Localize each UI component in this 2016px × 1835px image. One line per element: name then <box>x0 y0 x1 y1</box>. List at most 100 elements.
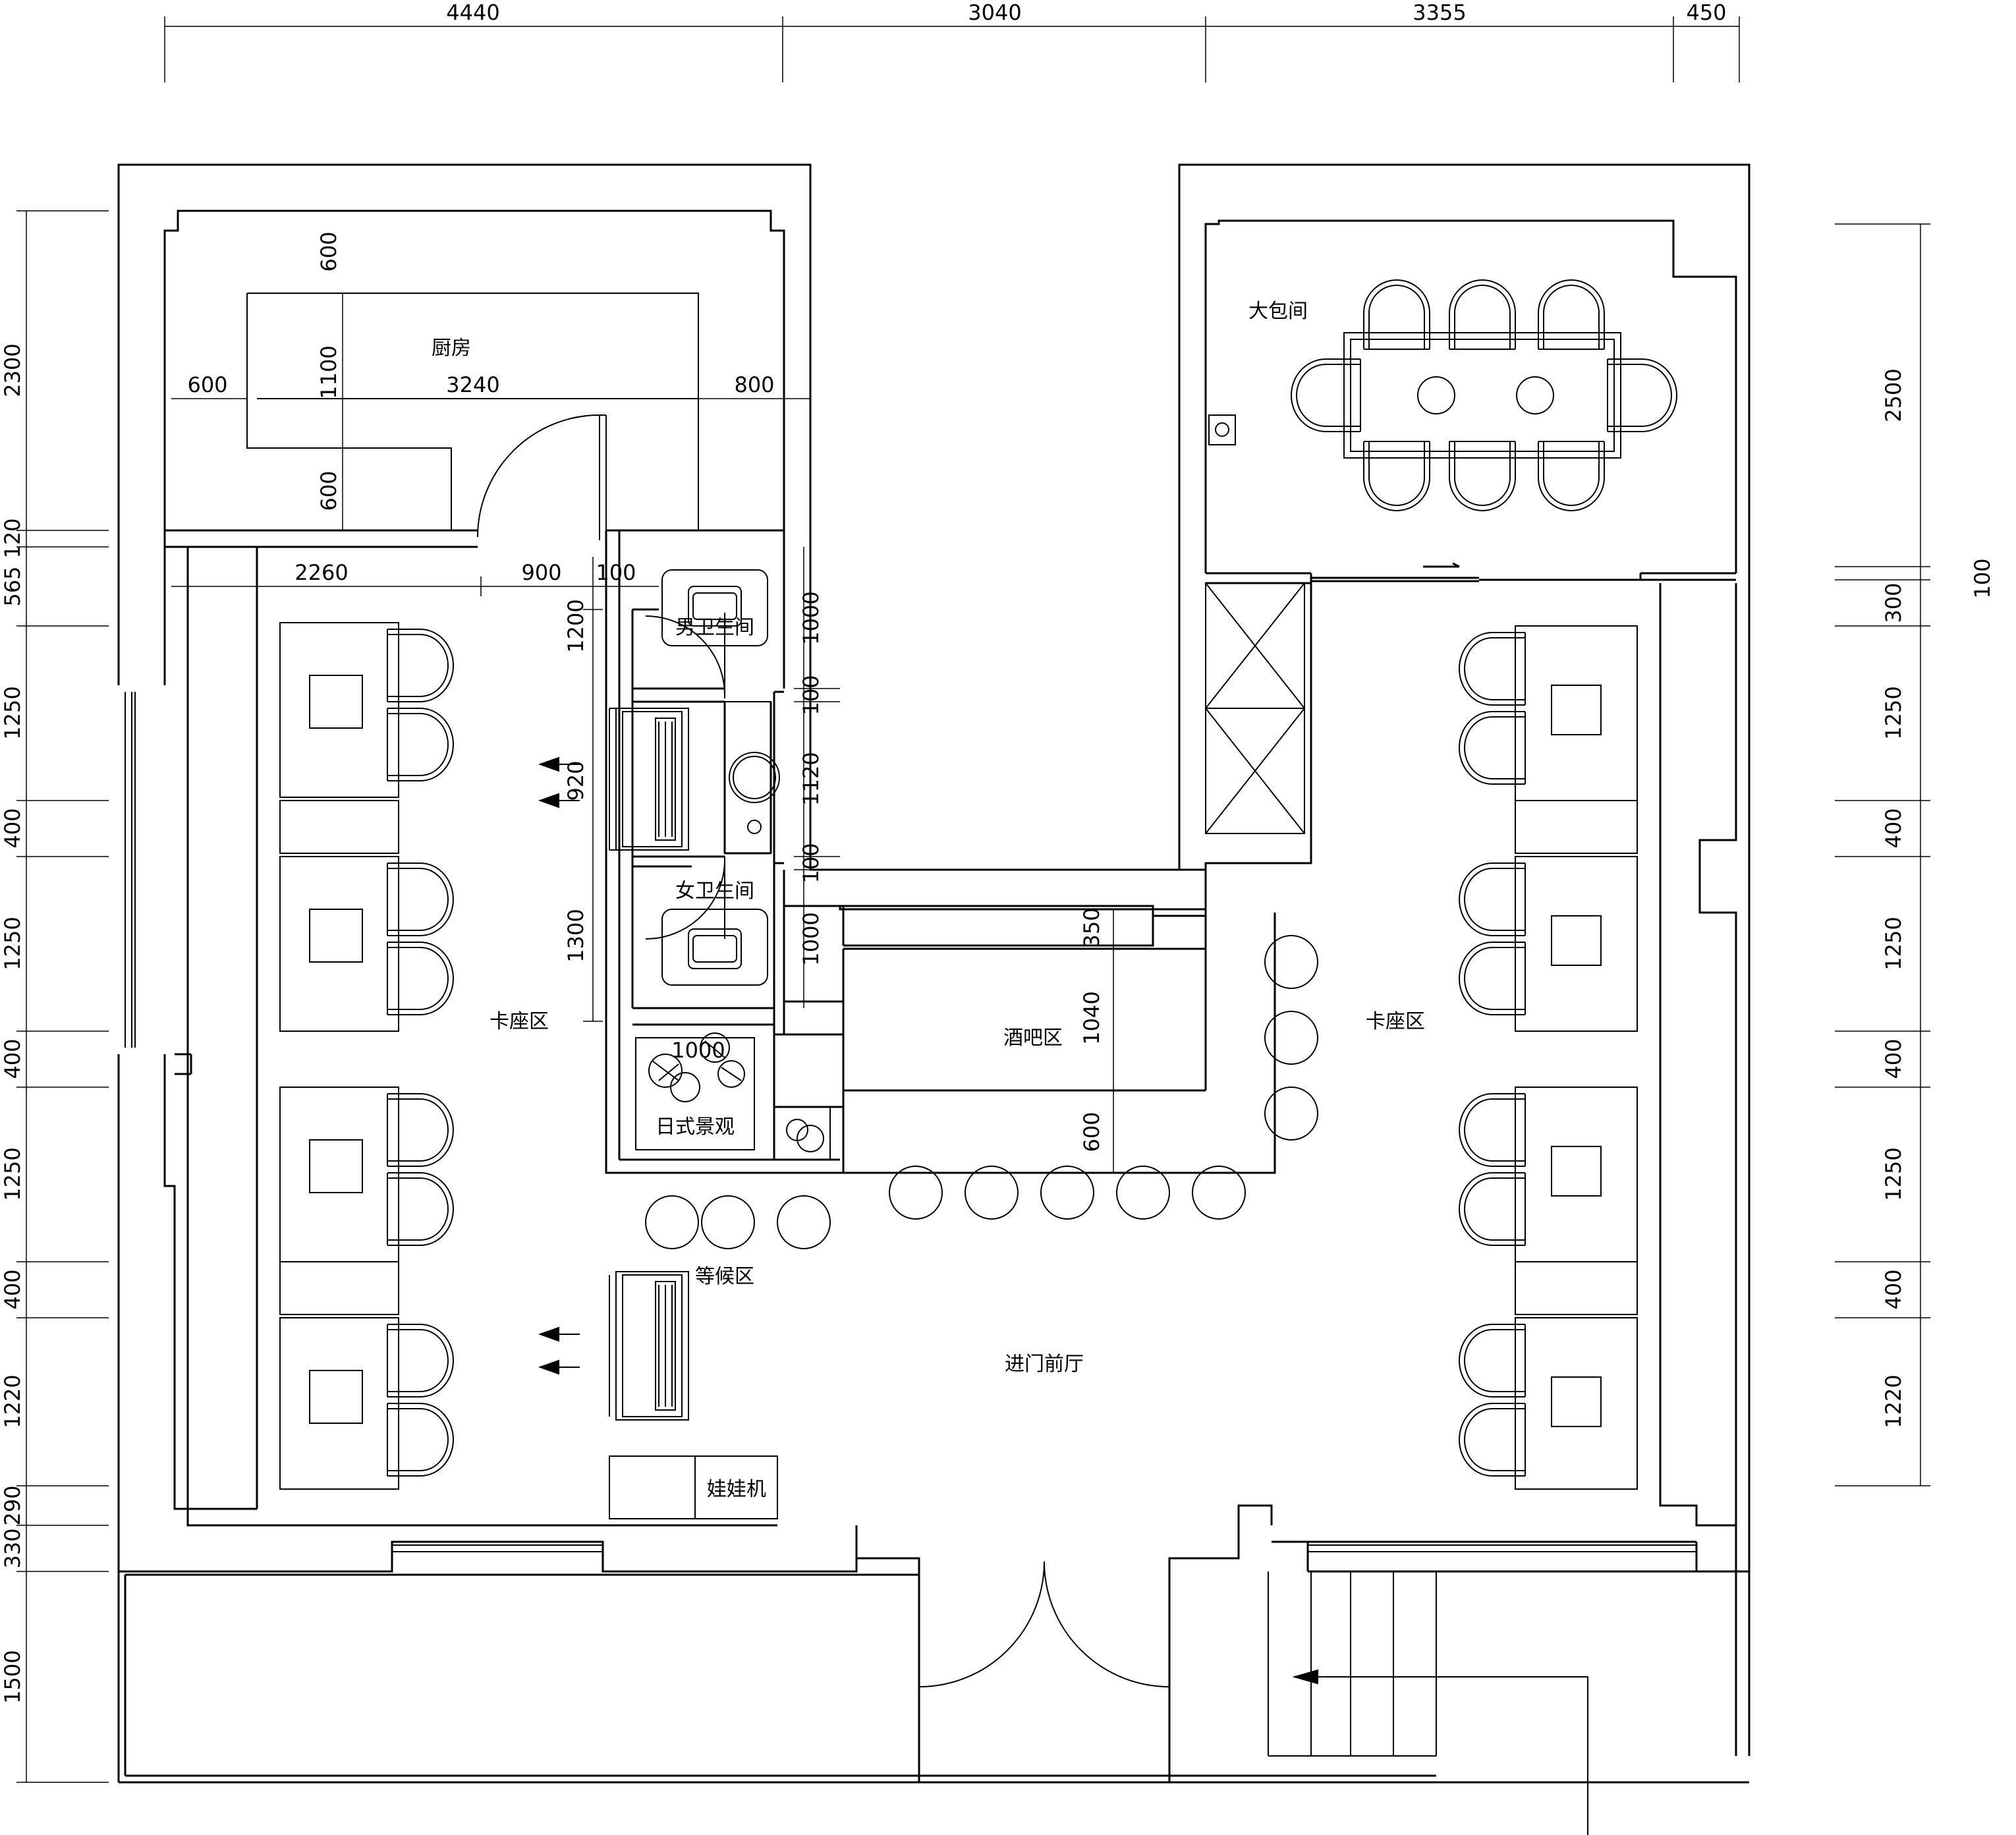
dim-right-5: 1250 <box>1881 917 1906 970</box>
bar-stool <box>1264 935 1318 989</box>
dim-bar-a: 350 <box>1079 907 1104 947</box>
dim-kitchen-width: 3240 <box>446 372 499 397</box>
chair <box>1449 441 1516 511</box>
booth <box>1459 1087 1638 1262</box>
booth <box>279 1317 454 1490</box>
chair <box>1607 358 1677 432</box>
dim-restroom-e: 1120 <box>798 752 824 805</box>
booth-table <box>279 856 399 1032</box>
dim-bar-b: 1040 <box>1079 991 1104 1044</box>
dim-left-1: 120 <box>0 518 25 558</box>
dim-corridor-c: 100 <box>596 560 636 585</box>
chair <box>1459 1093 1526 1167</box>
booth <box>279 1087 454 1262</box>
booth <box>279 856 454 1032</box>
dim-right-7: 1250 <box>1881 1147 1906 1200</box>
dim-restroom-c: 100 <box>798 675 824 715</box>
dim-kitchen-top: 600 <box>316 231 341 271</box>
dim-left-6: 400 <box>0 1038 25 1079</box>
chair <box>1363 441 1430 511</box>
label-claw-machine: 娃娃机 <box>707 1478 766 1501</box>
dim-top-2: 3355 <box>1413 0 1466 25</box>
bar-stool <box>701 1195 755 1249</box>
dim-corridor-b: 900 <box>521 560 561 585</box>
booth-table <box>1515 1317 1638 1490</box>
chair <box>1459 942 1526 1015</box>
booth-top <box>309 1370 363 1424</box>
booth-table <box>1515 625 1638 801</box>
chair <box>1538 279 1605 350</box>
booth-top <box>1551 1376 1602 1427</box>
chair <box>1459 632 1526 706</box>
booth-divider <box>279 1261 399 1315</box>
label-japanese-garden: 日式景观 <box>656 1115 735 1139</box>
dim-left-2: 565 <box>0 566 25 606</box>
dim-kitchen-mid: 1100 <box>316 345 341 399</box>
dim-restroom-g: 1300 <box>563 909 588 962</box>
booth-table <box>279 622 399 798</box>
top-dimensions: 4440 3040 3355 450 <box>446 0 1726 25</box>
label-waiting: 等候区 <box>695 1265 754 1288</box>
booth-table <box>279 1087 399 1262</box>
chair <box>387 862 454 936</box>
dim-kitchen-bottom: 600 <box>316 470 341 511</box>
entrance-door[interactable] <box>918 1558 1170 1690</box>
booth-divider <box>279 800 399 854</box>
private-room-fixture <box>1208 414 1236 445</box>
dim-right-4: 400 <box>1881 808 1906 848</box>
label-lobby: 进门前厅 <box>1005 1353 1084 1376</box>
label-private-room: 大包间 <box>1248 300 1308 323</box>
dim-left-10: 290 <box>0 1485 25 1525</box>
dim-top-1: 3040 <box>968 0 1021 25</box>
booth-table <box>279 1317 399 1490</box>
booth-table <box>1515 856 1638 1032</box>
interior-dimensions: 600 1100 600 600 3240 800 2260 900 100 1… <box>171 231 1114 1173</box>
booths-left <box>279 622 454 1490</box>
walls <box>117 163 1750 1784</box>
dining-chairs <box>1291 279 1677 511</box>
toilet-men <box>661 569 768 646</box>
booth-top <box>1551 1146 1602 1197</box>
kitchen-counter <box>246 293 699 530</box>
dim-restroom-f: 100 <box>798 843 824 883</box>
dim-left-12: 1500 <box>0 1650 25 1703</box>
dim-right-1: 100 <box>1970 558 1995 598</box>
label-booth-right: 卡座区 <box>1366 1010 1425 1033</box>
chair <box>1459 711 1526 785</box>
dim-left-0: 2300 <box>0 343 25 397</box>
chair <box>1291 358 1361 432</box>
bar-stool <box>1116 1166 1170 1220</box>
bar-stool <box>1264 1087 1318 1141</box>
right-dimensions: 2500 100 300 1250 400 1250 400 1250 400 … <box>1881 368 1995 1428</box>
chair <box>387 1093 454 1167</box>
dim-left-3: 1250 <box>0 686 25 739</box>
booth-top <box>1551 685 1602 735</box>
booth <box>1459 625 1638 801</box>
claw-machine <box>609 1455 778 1519</box>
chair <box>387 708 454 781</box>
dim-left-4: 400 <box>0 808 25 848</box>
left-dimensions: 2300 120 565 1250 400 1250 400 1250 400 … <box>0 343 25 1703</box>
dim-left-11: 330 <box>0 1528 25 1568</box>
chair <box>1459 1403 1526 1477</box>
bar-stool <box>645 1195 699 1249</box>
dining-table <box>1343 332 1621 459</box>
bar-stools <box>645 935 1318 1249</box>
label-mens-restroom: 男卫生间 <box>675 616 754 639</box>
kitchen-door[interactable] <box>477 414 607 540</box>
dim-top-0: 4440 <box>446 0 499 25</box>
chair <box>1449 279 1516 350</box>
chair <box>387 1403 454 1477</box>
booth <box>279 622 454 798</box>
booth-table <box>1515 1087 1638 1262</box>
bar-stool <box>1040 1166 1094 1220</box>
chair <box>1459 862 1526 936</box>
dim-restroom-h: 1000 <box>798 912 824 965</box>
ac-unit-lower <box>538 1271 689 1421</box>
chair <box>387 629 454 702</box>
booth-top <box>309 1139 363 1193</box>
dim-right-8: 400 <box>1881 1269 1906 1309</box>
booth <box>1459 856 1638 1032</box>
booth-top <box>309 909 363 963</box>
